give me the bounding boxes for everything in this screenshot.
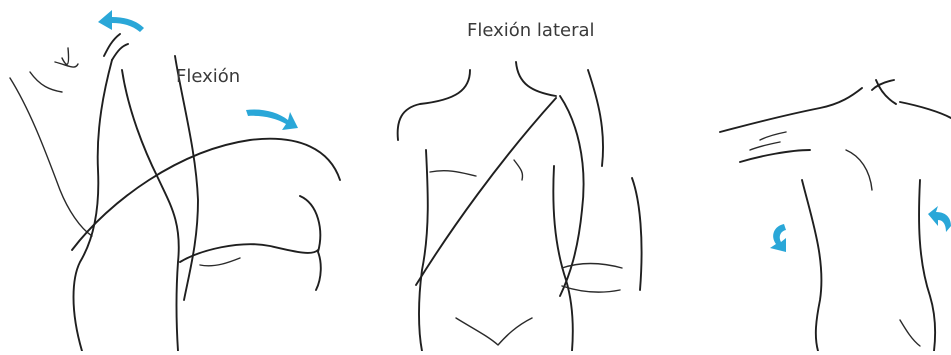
rotation-arrow-right [928, 206, 951, 232]
rotation-arm-left [720, 88, 862, 132]
rotation-chest [846, 150, 872, 190]
flexion-ghost-head [30, 72, 62, 92]
rotation-torso-left [802, 180, 821, 351]
lateral-shoulder-left [398, 70, 470, 140]
flexion-thigh [300, 196, 321, 290]
flexion-arrow-top [98, 10, 144, 32]
rotation-neck [872, 80, 896, 104]
flexion-figure [10, 34, 340, 351]
lateral-ghost-right [588, 70, 642, 290]
lateral-torso-right [553, 166, 572, 351]
rotation-arm-lower [740, 150, 810, 162]
flexion-arrow-right [246, 109, 298, 130]
flexion-ghost-back [10, 78, 92, 236]
lateral-torso-left [419, 150, 428, 351]
rotation-pelvis [900, 320, 920, 346]
lateral-flexion-label: Flexión lateral [467, 22, 595, 40]
lateral-pelvis [456, 318, 532, 345]
flexion-buttock [180, 244, 318, 262]
rotation-shoulder-right [900, 102, 951, 118]
flexion-neck [104, 34, 128, 60]
lateral-neck-right [516, 62, 556, 96]
lateral-figure [398, 62, 642, 351]
rotation-arrow-left [770, 224, 786, 252]
flexion-label: Flexión [176, 68, 240, 86]
flexion-torso-left [74, 60, 113, 351]
flexion-torso-right [122, 70, 179, 351]
rotation-arm-detail [750, 132, 786, 150]
lateral-chest [430, 171, 476, 176]
rotation-figure [720, 80, 951, 351]
flexion-hip-detail [200, 258, 240, 266]
flexion-arc [72, 139, 340, 250]
flexion-ghost-arm [55, 48, 78, 67]
lateral-abdomen [514, 160, 523, 180]
lateral-diagonal [416, 98, 556, 285]
rotation-torso-right [919, 180, 935, 351]
